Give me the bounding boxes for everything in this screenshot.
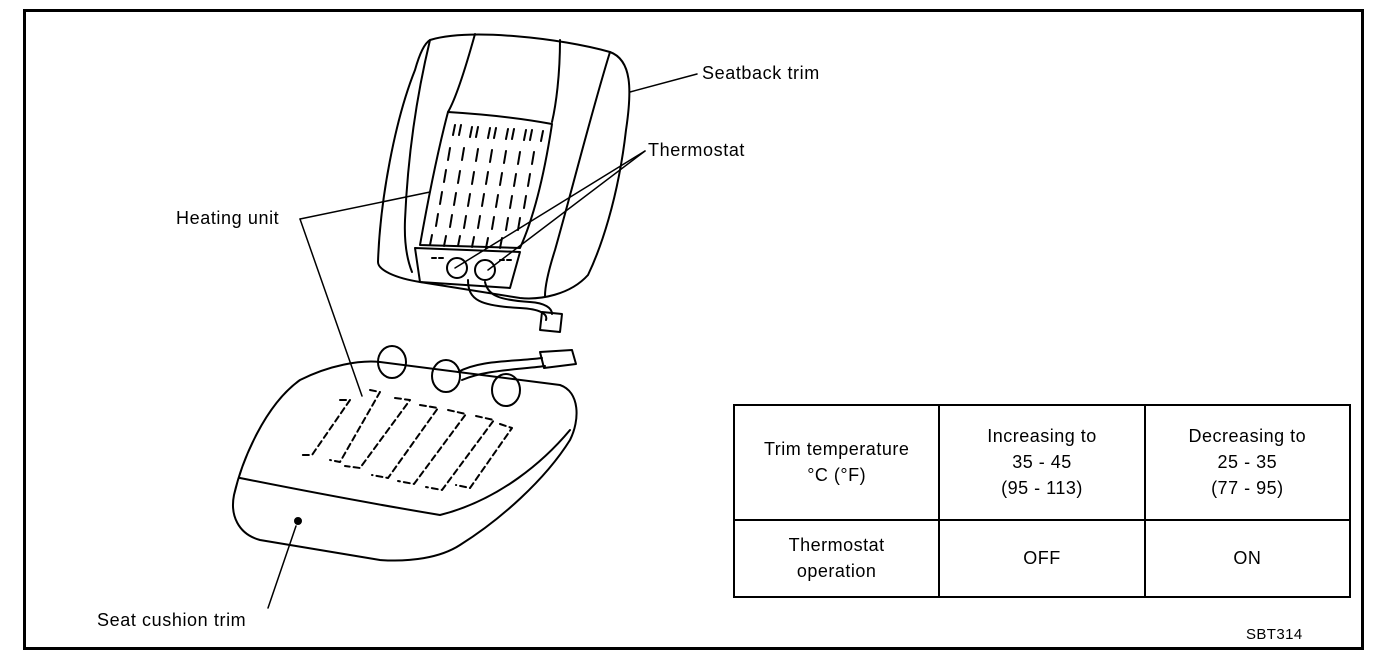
figure-code: SBT314 — [1246, 626, 1303, 643]
row-header-thermostat-operation: Thermostat operation — [732, 518, 941, 599]
thermostat-label: Thermostat — [648, 140, 746, 160]
table-row: Trim temperature °C (°F) Increasing to 3… — [732, 404, 1352, 521]
table-row: Thermostat operation OFF ON — [732, 518, 1352, 599]
cell-decreasing: Decreasing to 25 - 35 (77 - 95) — [1143, 404, 1352, 521]
heating-unit-label: Heating unit — [176, 208, 280, 228]
seat-cushion — [232, 345, 578, 562]
seatback — [377, 33, 631, 333]
cell-off: OFF — [938, 518, 1146, 599]
row-header-trim-temperature: Trim temperature °C (°F) — [732, 404, 941, 521]
thermostat-spec-table: Trim temperature °C (°F) Increasing to 3… — [732, 404, 1352, 599]
cell-on: ON — [1143, 518, 1352, 599]
seat-cushion-trim-label: Seat cushion trim — [97, 610, 247, 630]
figure-frame — [23, 9, 1364, 650]
leader-lines — [267, 73, 698, 609]
seatback-trim-label: Seatback trim — [702, 63, 820, 83]
seatback-heating-wires — [429, 124, 544, 261]
cushion-heating-wires — [301, 389, 513, 491]
cell-increasing: Increasing to 35 - 45 (95 - 113) — [938, 404, 1146, 521]
